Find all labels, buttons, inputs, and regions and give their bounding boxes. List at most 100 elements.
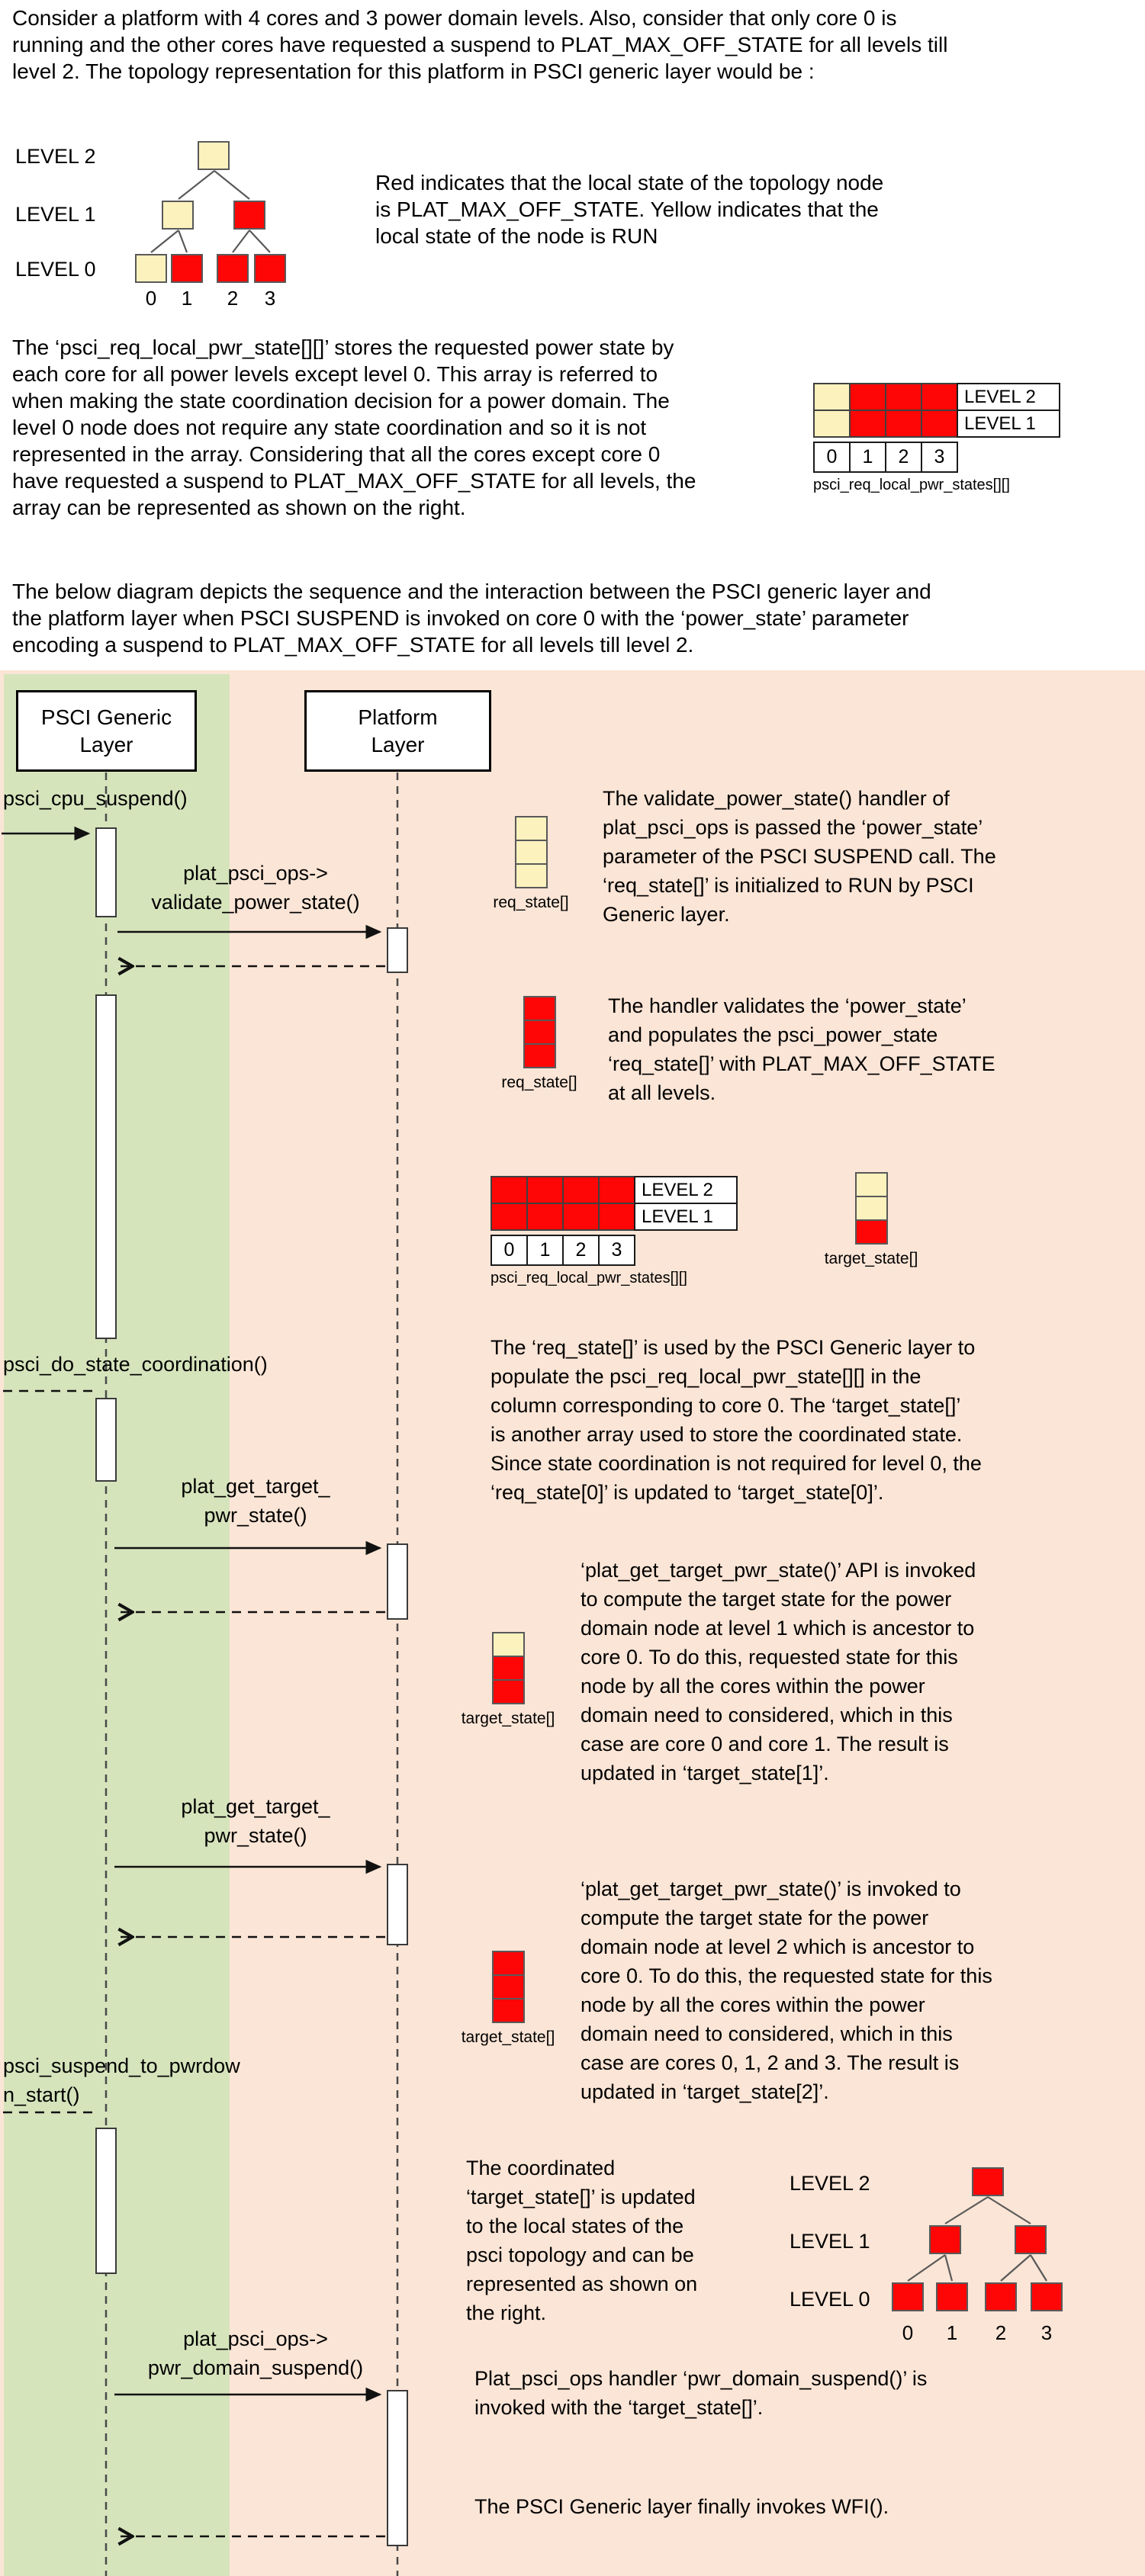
target-state-cells — [854, 1172, 888, 1245]
core-number: 2 — [227, 287, 239, 310]
array-label: req_state[] — [501, 1074, 577, 1091]
table-row-label: LEVEL 2 — [957, 383, 1060, 411]
activation-psci-cpu-suspend — [95, 827, 117, 917]
intro-paragraph-2: The ‘psci_req_local_pwr_state[][]’ store… — [12, 336, 696, 519]
final-node-core1 — [936, 2282, 968, 2311]
index-cell: 3 — [921, 442, 958, 473]
activation-psci-main — [95, 994, 117, 1339]
array-label: target_state[] — [461, 1710, 555, 1727]
state-cell-red — [849, 383, 886, 411]
activation-validate-power-state — [387, 927, 408, 973]
core-number: 0 — [145, 287, 157, 310]
table-row-label: LEVEL 1 — [957, 410, 1060, 438]
psci-generic-layer-header: PSCI Generic Layer — [16, 690, 197, 772]
index-cell: 3 — [598, 1235, 635, 1266]
topology-node-l1-1 — [233, 201, 265, 230]
state-cell-red — [491, 1679, 525, 1704]
activation-get-target-2 — [387, 1864, 408, 1945]
core-number: 1 — [181, 287, 193, 310]
msg-get-target-pwr-state-1: plat_get_target_ pwr_state() — [181, 1475, 330, 1527]
msg-psci-cpu-suspend: psci_cpu_suspend() — [3, 787, 188, 810]
state-cell-red — [562, 1176, 600, 1204]
index-cell: 2 — [885, 442, 922, 473]
table-row-level1 — [813, 410, 958, 438]
annotation-pwr-domain-suspend: Plat_psci_ops handler ‘pwr_domain_suspen… — [474, 2367, 928, 2419]
index-cell: 0 — [813, 442, 851, 473]
state-cell-red — [854, 1219, 888, 1245]
state-cell-red — [526, 1203, 564, 1231]
final-node-l2 — [972, 2167, 1004, 2196]
annotation-req-state-used: The ‘req_state[]’ is used by the PSCI Ge… — [490, 1336, 982, 1504]
activation-pwr-domain-suspend — [387, 2390, 408, 2546]
activation-suspend-to-pwrdown — [95, 2128, 117, 2274]
state-cell-yellow — [514, 840, 548, 865]
req-state-cells — [523, 996, 556, 1068]
state-cell-red — [885, 383, 922, 411]
target-state-cells — [491, 1951, 525, 2023]
state-cell-red — [523, 1020, 556, 1045]
req-state-array-populated: req_state[] — [486, 996, 593, 1092]
topology-top-connectors — [150, 170, 271, 253]
annotation-handler-populates: The handler validates the ‘power_state’ … — [608, 994, 995, 1104]
state-cell-yellow — [514, 816, 548, 841]
table-caption: psci_req_local_pwr_states[][] — [813, 477, 1010, 493]
table-caption: psci_req_local_pwr_states[][] — [490, 1270, 687, 1286]
state-cell-red — [598, 1203, 635, 1231]
array-label: req_state[] — [493, 894, 569, 911]
tree-final-level0-label: LEVEL 0 — [790, 2288, 870, 2311]
state-cell-yellow — [491, 1632, 525, 1657]
target-state-cells — [491, 1632, 525, 1704]
activation-state-coordination — [95, 1398, 117, 1482]
array-label: target_state[] — [824, 1250, 918, 1267]
tree-top-level2-label: LEVEL 2 — [15, 145, 96, 168]
state-cell-yellow — [854, 1172, 888, 1197]
state-cell-red — [491, 1998, 525, 2023]
final-node-core2 — [985, 2282, 1017, 2311]
state-cell-yellow — [514, 863, 548, 888]
activation-get-target-1 — [387, 1543, 408, 1620]
state-cell-red — [490, 1203, 528, 1231]
final-node-l1-1 — [1015, 2225, 1047, 2254]
tree-final-level1-label: LEVEL 1 — [790, 2230, 870, 2253]
msg-get-target-pwr-state-2: plat_get_target_ pwr_state() — [181, 1795, 330, 1847]
req-state-array-initial: req_state[] — [478, 816, 584, 912]
state-cell-red — [523, 1043, 556, 1068]
topology-final-connectors — [907, 2196, 1047, 2282]
msg-suspend-to-pwrdown-start: psci_suspend_to_pwrdow n_start() — [3, 2054, 240, 2106]
table-row-level2 — [490, 1176, 635, 1204]
table-row-level2 — [813, 383, 958, 411]
state-cell-red — [491, 1974, 525, 1999]
final-node-l1-0 — [929, 2225, 961, 2254]
table-row-level1 — [490, 1203, 635, 1231]
annotation-coordinated-target-state: The coordinated ‘target_state[]’ is upda… — [466, 2157, 698, 2324]
index-cell: 1 — [526, 1235, 564, 1266]
msg-do-state-coordination: psci_do_state_coordination() — [3, 1353, 268, 1376]
state-cell-red — [849, 410, 886, 438]
annotation-get-target-level1: ‘plat_get_target_pwr_state()’ API is inv… — [581, 1559, 976, 1784]
target-state-array-level1: target_state[] — [455, 1632, 561, 1728]
topology-node-core1 — [171, 254, 203, 283]
tree-top-level1-label: LEVEL 1 — [15, 203, 96, 226]
core-number: 3 — [1040, 2321, 1053, 2344]
req-state-cells — [514, 816, 548, 888]
state-cell-yellow — [813, 383, 851, 411]
state-cell-red — [598, 1176, 635, 1204]
topology-node-core2 — [217, 254, 249, 283]
topology-node-core3 — [254, 254, 286, 283]
target-state-array-level0: target_state[] — [818, 1172, 925, 1268]
table-row-label: LEVEL 2 — [634, 1176, 738, 1204]
final-node-core3 — [1031, 2282, 1063, 2311]
annotation-validate-power-state: The validate_power_state() handler of pl… — [603, 787, 996, 926]
state-cell-yellow — [854, 1196, 888, 1221]
state-cell-red — [491, 1951, 525, 1976]
psci-generic-layer-background — [4, 674, 230, 2576]
state-cell-red — [490, 1176, 528, 1204]
state-cell-red — [491, 1656, 525, 1681]
msg-pwr-domain-suspend: plat_psci_ops-> pwr_domain_suspend() — [147, 2327, 364, 2379]
tree-final-level2-label: LEVEL 2 — [790, 2172, 870, 2195]
